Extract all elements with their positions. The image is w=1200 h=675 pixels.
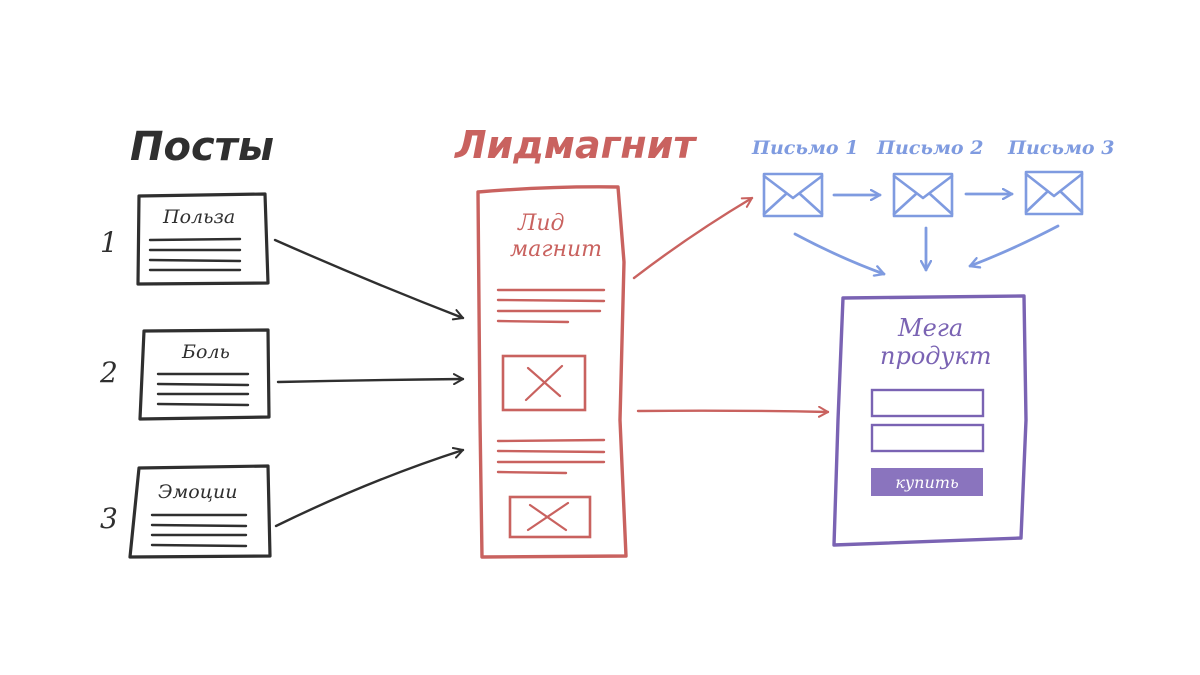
letter-label-3: Письмо 3 bbox=[1007, 137, 1114, 159]
text-lines bbox=[496, 288, 606, 324]
arrow-post-2 bbox=[276, 373, 465, 386]
product-input-field[interactable] bbox=[870, 388, 985, 418]
text-lines bbox=[156, 372, 250, 407]
buy-button-shape[interactable] bbox=[871, 468, 983, 496]
image-placeholder-icon bbox=[508, 495, 592, 539]
letter-label-1: Письмо 1 bbox=[751, 137, 858, 159]
product-section: Мега продукт купить bbox=[832, 294, 1028, 547]
post-number-1: 1 bbox=[100, 226, 118, 259]
leadmagnet-title: Лидмагнит bbox=[454, 123, 697, 167]
arrow-letter-3-product bbox=[968, 224, 1060, 266]
post-card-frame bbox=[138, 328, 271, 421]
post-label-1: Польза bbox=[162, 206, 235, 228]
product-input-field[interactable] bbox=[870, 423, 985, 453]
posts-title: Посты bbox=[130, 124, 274, 170]
leadmagnet-card-frame bbox=[476, 185, 628, 559]
envelope-icon bbox=[892, 172, 954, 218]
post-number-3: 3 bbox=[100, 502, 118, 535]
leadmagnet-arrows bbox=[632, 196, 830, 418]
post-card-3: 3 Эмоции bbox=[100, 464, 272, 559]
product-line1: Мега bbox=[897, 314, 963, 342]
post-card-2: 2 Боль bbox=[99, 328, 271, 421]
buy-button[interactable]: купить bbox=[871, 468, 983, 496]
text-lines bbox=[496, 438, 606, 475]
post-card-frame bbox=[136, 192, 270, 286]
leadmagnet-card-line1: Лид bbox=[517, 211, 565, 236]
posts-section: Посты 1 Польза 2 Боль bbox=[99, 124, 465, 559]
letter-label-2: Письмо 2 bbox=[876, 137, 983, 159]
arrow-to-product bbox=[636, 405, 830, 418]
post-label-3: Эмоции bbox=[158, 481, 237, 503]
buy-button-label[interactable]: купить bbox=[895, 473, 958, 492]
image-placeholder-icon bbox=[501, 354, 587, 412]
post-card-frame bbox=[128, 464, 272, 559]
post-card-1: 1 Польза bbox=[100, 192, 270, 286]
envelope-icon bbox=[1024, 170, 1084, 216]
leadmagnet-card-line2: магнит bbox=[510, 237, 602, 262]
post-label-2: Боль bbox=[181, 341, 230, 363]
letters-arrows bbox=[793, 194, 1060, 274]
arrow-post-1 bbox=[273, 238, 465, 321]
text-lines bbox=[148, 237, 242, 272]
arrow-letter-1-product bbox=[793, 232, 886, 274]
posts-arrows bbox=[273, 238, 465, 528]
letters-section: Письмо 1 Письмо 2 Письмо 3 bbox=[751, 137, 1114, 274]
text-lines bbox=[150, 513, 248, 548]
product-card-frame bbox=[832, 294, 1028, 547]
leadmagnet-section: Лидмагнит Лид магнит bbox=[454, 123, 830, 559]
arrow-to-letters bbox=[632, 196, 754, 280]
arrow-post-3 bbox=[274, 447, 465, 528]
product-line2: продукт bbox=[880, 342, 992, 370]
envelope-icon bbox=[762, 172, 824, 218]
post-number-2: 2 bbox=[99, 356, 118, 389]
